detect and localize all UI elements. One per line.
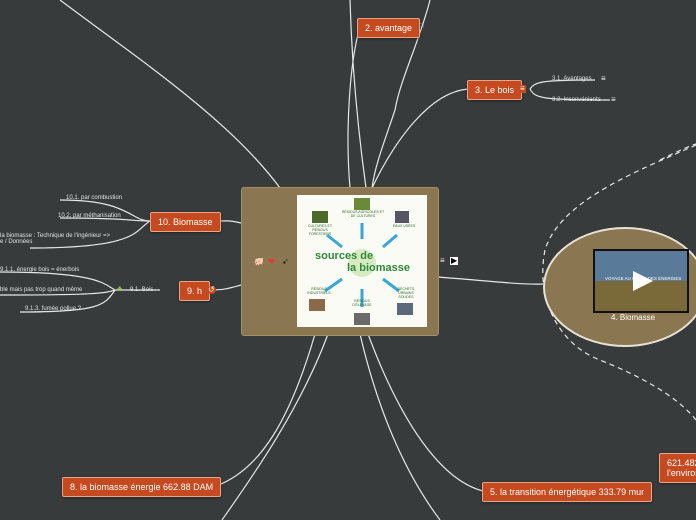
- label-urbains: DÉCHETS URBAINS SOLIDES: [397, 287, 415, 299]
- node-avantage[interactable]: 2. avantage: [357, 18, 421, 38]
- label-forestiers: CULTURES ET RÉSIDUS FORESTIERS: [307, 224, 333, 236]
- note-icon[interactable]: ≡: [611, 95, 616, 104]
- node-le-bois[interactable]: 3. Le bois: [467, 80, 523, 100]
- sub-technique-ingenieur[interactable]: la biomasse : Technique de l'ingénieur =…: [0, 233, 111, 245]
- node-cut-right[interactable]: 621.482 l'environ: [659, 453, 696, 483]
- sub-fumee[interactable]: 9.1.3. fumée pollue ?: [25, 306, 82, 312]
- label-elevage: RÉSIDUS D'ÉLEVAGE: [352, 299, 372, 307]
- node-h[interactable]: 9. h: [179, 281, 211, 301]
- node-biomasse-4[interactable]: VOYAGE AU CŒUR DES ÉNERGIES 4. Biomasse: [543, 227, 696, 347]
- note-icon[interactable]: ≡: [601, 74, 606, 83]
- sub-energie-bois[interactable]: 9.1.1. énergie bois = énerbois: [0, 267, 80, 273]
- feather-icon: ➹: [282, 257, 289, 266]
- pig-icon: 🐖: [254, 257, 264, 266]
- label-agricoles: RÉSIDUS AGRICOLES ET DE CULTURES: [341, 210, 385, 218]
- label-industriels: RÉSIDUS INDUSTRIELS: [307, 287, 331, 295]
- note-icon[interactable]: ≡: [519, 84, 526, 93]
- biomass-diagram: [309, 198, 413, 325]
- video-icon[interactable]: ▶: [450, 256, 459, 265]
- node-biomasse-10[interactable]: 10. Biomasse: [150, 212, 221, 232]
- video-art: [595, 251, 687, 311]
- center-title-1: sources de: [315, 250, 374, 262]
- link-icon[interactable]: ↺: [207, 285, 216, 294]
- biomass-sources-image: sources de la biomasse RÉSIDUS AGRICOLES…: [297, 195, 427, 327]
- sub-methanisation[interactable]: 10.2. par méthanisation: [58, 213, 121, 219]
- heart-icon: ❤: [268, 257, 275, 266]
- sub-inconvenients[interactable]: 3.2. Inconvénients: [552, 97, 601, 103]
- video-thumbnail[interactable]: VOYAGE AU CŒUR DES ÉNERGIES: [593, 249, 689, 313]
- node-transition[interactable]: 5. la transition énergétique 333.79 mur: [482, 482, 653, 502]
- node-energie[interactable]: 8. la biomasse énergie 662.88 DAM: [62, 477, 222, 497]
- sub-avantages[interactable]: 3.1. Avantages: [552, 76, 592, 82]
- central-topic[interactable]: 🐖 ❤ ➹ ≡ ▶ sources de la biomasse RÉSIDUS…: [241, 187, 459, 336]
- video-caption: VOYAGE AU CŒUR DES ÉNERGIES: [605, 276, 682, 281]
- sub-pas-trop[interactable]: ble mais pas trop quand même: [0, 287, 83, 293]
- sub-bois-91[interactable]: 9.1. Bois: [130, 287, 154, 293]
- node-biomasse-4-label: 4. Biomasse: [611, 313, 656, 322]
- note-icon[interactable]: ≡: [440, 256, 445, 265]
- tree-icon: ♣: [117, 284, 123, 293]
- sub-combustion[interactable]: 10.1. par combustion: [66, 195, 123, 201]
- label-eaux: EAUX USÉES: [392, 224, 416, 228]
- flag-icon: ⚐: [418, 22, 426, 31]
- center-title-2: la biomasse: [347, 262, 410, 274]
